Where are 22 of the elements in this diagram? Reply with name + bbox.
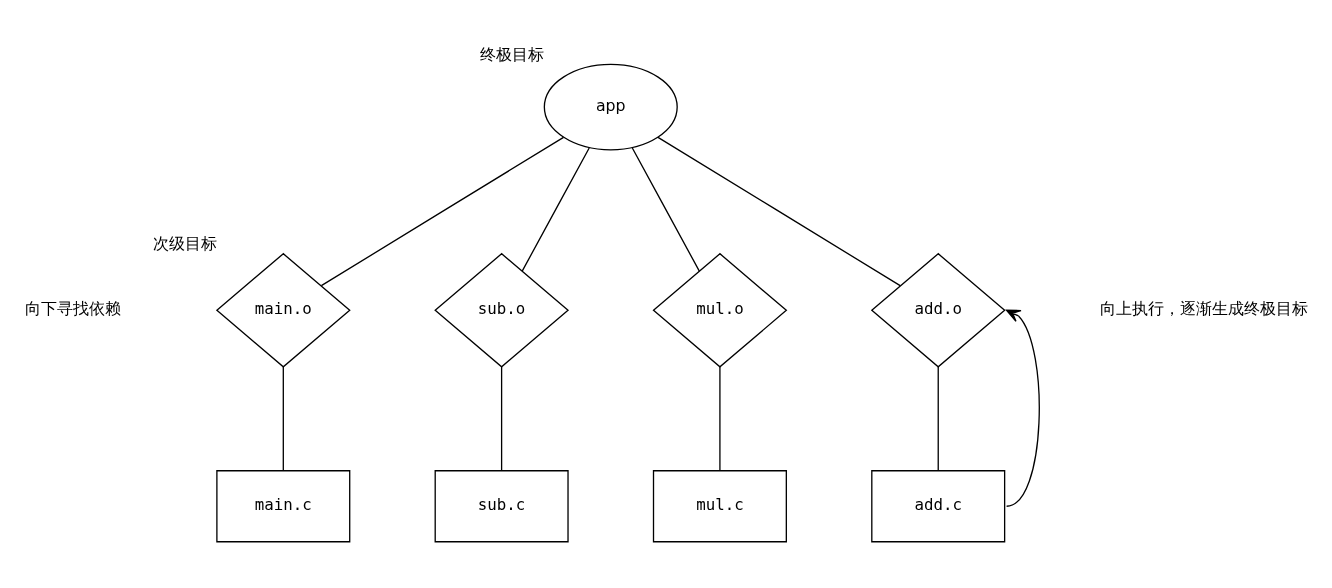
connector	[500, 365, 503, 471]
node-box: sub.c	[434, 469, 569, 542]
connector	[937, 365, 939, 471]
connector	[719, 365, 721, 471]
connector	[320, 136, 565, 286]
arrow	[1005, 309, 1040, 507]
node-diamond: mul.o	[652, 252, 788, 368]
label: 向上执行，逐渐生成终极目标	[1099, 298, 1308, 318]
connector	[631, 146, 700, 272]
node-box: main.c	[216, 469, 351, 542]
connector	[657, 136, 901, 286]
node-label: 终极目标	[480, 44, 545, 64]
connector	[521, 146, 590, 272]
node-diamond: add.o	[870, 252, 1006, 368]
connector	[282, 365, 284, 471]
node-label: 次级目标	[152, 233, 217, 253]
label: 向下寻找依赖	[24, 298, 121, 318]
node-ellipse: app	[543, 63, 678, 150]
node-box: add.c	[871, 469, 1006, 542]
node-diamond: sub.o	[434, 252, 570, 368]
node-box: mul.c	[652, 469, 787, 542]
node-diamond: main.o	[215, 252, 351, 368]
